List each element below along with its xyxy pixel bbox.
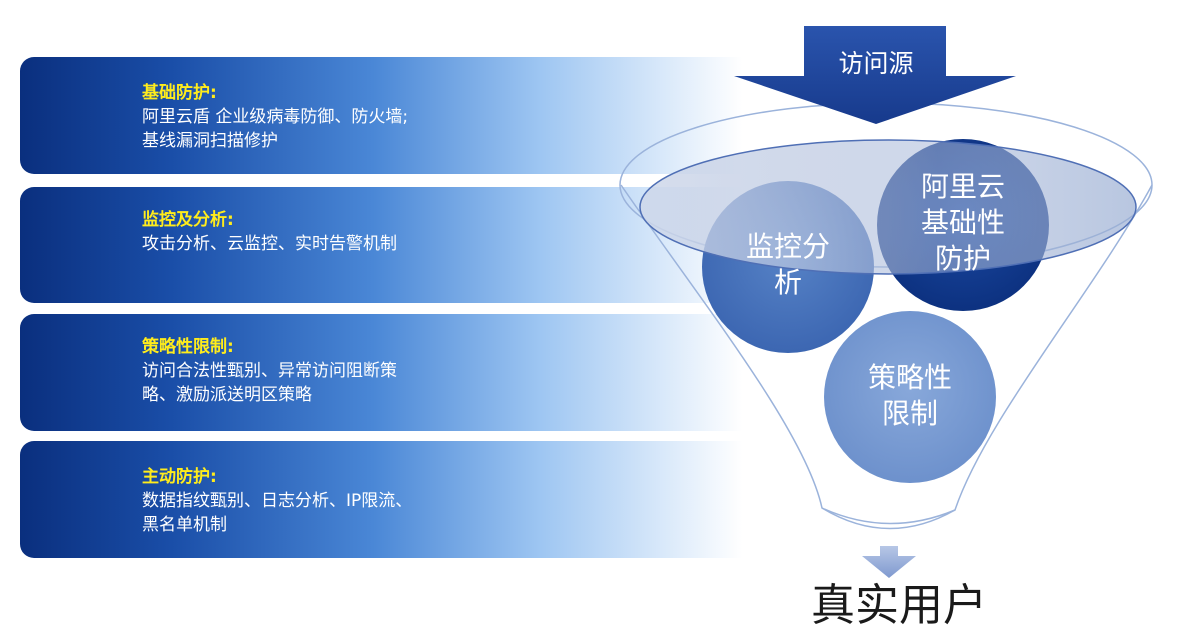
- source-label: 访问源: [838, 49, 914, 78]
- source-arrow: [734, 26, 1016, 124]
- band-title: 监控及分析:: [142, 210, 234, 230]
- band-line: 基线漏洞扫描修护: [142, 131, 278, 151]
- funnel-rim-inner: [639, 139, 1137, 275]
- circle-label-line: 基础性: [920, 206, 1005, 239]
- circle-label-line: 防护: [934, 242, 991, 275]
- down-arrow: [862, 546, 916, 578]
- band-line: 阿里云盾 企业级病毒防御、防火墙;: [142, 107, 409, 127]
- circle-label-line: 阿里云: [920, 170, 1005, 203]
- band-basic-protection: 基础防护: 阿里云盾 企业级病毒防御、防火墙; 基线漏洞扫描修护: [20, 57, 860, 174]
- band-title: 主动防护:: [142, 467, 217, 487]
- circle-monitoring-label: 监控分 析: [728, 229, 848, 301]
- band-title: 策略性限制:: [142, 337, 234, 357]
- circle-basic-label: 阿里云 基础性 防护: [903, 169, 1023, 277]
- band-line: 数据指纹甄别、日志分析、IP限流、: [142, 491, 413, 511]
- circle-policy: [824, 311, 996, 483]
- band-line: 略、激励派送明区策略: [142, 385, 312, 405]
- band-line: 黑名单机制: [142, 515, 227, 535]
- circle-label-line: 析: [773, 266, 802, 299]
- band-policy-restriction: 策略性限制: 访问合法性甄别、异常访问阻断策 略、激励派送明区策略: [20, 314, 860, 431]
- circle-label-line: 监控分: [745, 230, 830, 263]
- circle-label-line: 策略性: [867, 361, 952, 394]
- real-user-label: 真实用户: [811, 580, 987, 631]
- band-line: 攻击分析、云监控、实时告警机制: [142, 234, 397, 254]
- funnel-outline: [620, 184, 1153, 525]
- circle-policy-label: 策略性 限制: [850, 360, 970, 432]
- circle-label-line: 限制: [881, 397, 938, 430]
- band-line: 访问合法性甄别、异常访问阻断策: [142, 361, 397, 381]
- funnel-bottom: [821, 507, 956, 530]
- band-active-protection: 主动防护: 数据指纹甄别、日志分析、IP限流、 黑名单机制: [20, 441, 860, 558]
- band-title: 基础防护:: [142, 83, 217, 103]
